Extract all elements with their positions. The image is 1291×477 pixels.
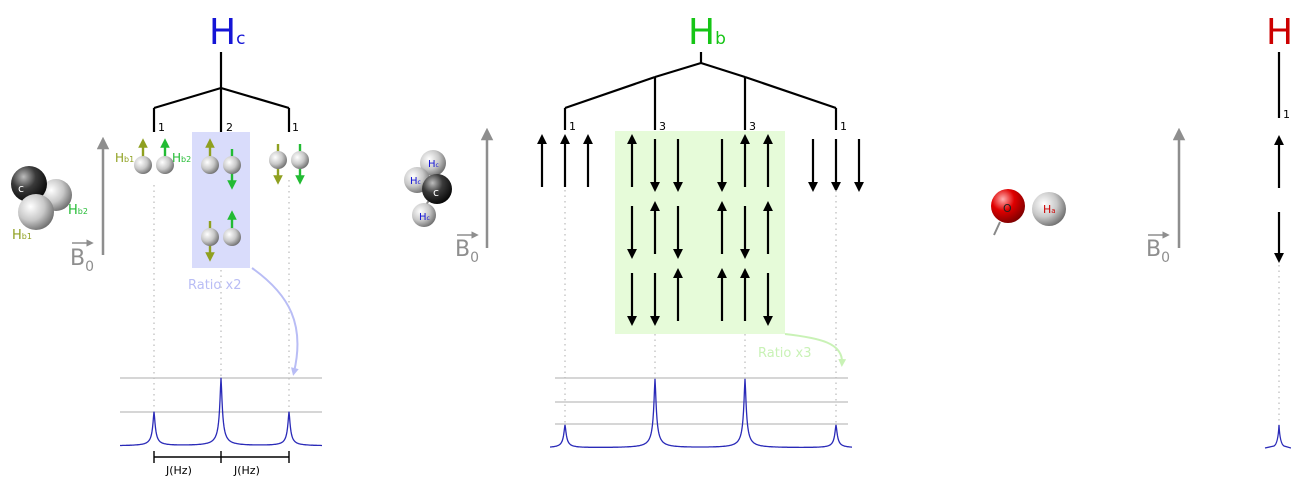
- spin-pair-down-up: [201, 210, 241, 262]
- hb-intensity-3: 3: [749, 120, 756, 133]
- spin-pair-up-down: [201, 138, 241, 190]
- hb-intensity-4: 1: [840, 120, 847, 133]
- hc-intensity-2: 2: [226, 121, 233, 134]
- spin-pair-down-down: [269, 144, 309, 185]
- proton-sphere: [201, 228, 219, 246]
- hc-molecule-hb1: Hb1: [12, 228, 32, 243]
- panel-hb: Hb 1 3 3 1 B0 c Hc: [404, 12, 864, 449]
- proton-sphere: [223, 156, 241, 174]
- hc-molecule-hb2: Hb2: [68, 203, 88, 218]
- spin-triplet-down-down-up: [627, 268, 683, 326]
- spin-triplet-up-down-down: [627, 134, 683, 192]
- j-label-left: J(Hz): [165, 464, 192, 477]
- ha-spectrum: [1264, 424, 1291, 449]
- proton-sphere: [156, 156, 174, 174]
- hc-dotted-guides: [153, 180, 290, 408]
- hb-intensity-1: 1: [569, 120, 576, 133]
- ratio3-highlight-box: [615, 131, 785, 334]
- hb-molecule-h2: Hc: [410, 176, 421, 187]
- hb-spin-states: [537, 134, 864, 326]
- hb-spectrum: [550, 378, 852, 449]
- j-label-right: J(Hz): [233, 464, 260, 477]
- hc-molecule-carbon: c: [18, 182, 24, 195]
- hb-title: Hb: [688, 12, 726, 53]
- spin-triplet-up-up-down: [717, 268, 773, 326]
- proton-sphere: [269, 151, 287, 169]
- hb-molecule-h3: Hc: [419, 212, 430, 223]
- hc-intensity-3: 1: [292, 121, 299, 134]
- hb-spectrum-guides: [555, 377, 848, 425]
- ratio3-label: Ratio x3: [758, 346, 811, 361]
- ha-molecule: O Ha: [991, 189, 1066, 236]
- ha-intensity-1: 1: [1283, 108, 1290, 121]
- hb-molecule-h1: Hc: [428, 159, 439, 170]
- hc-spectrum: [120, 377, 322, 447]
- hb-intensity-2: 3: [659, 120, 666, 133]
- spin-triplet-up-down-up: [717, 201, 773, 259]
- hc-field-label: B0: [70, 246, 94, 275]
- hc-title: Hc: [209, 12, 245, 53]
- ratio2-arrow: [251, 267, 299, 376]
- hc-molecule: c Hb2 Hb1: [11, 166, 88, 243]
- ha-molecule-h: Ha: [1043, 203, 1056, 216]
- j-coupling-scale: [153, 451, 290, 463]
- hc-intensity-1: 1: [158, 121, 165, 134]
- spin-triplet-down-up-up: [717, 134, 773, 192]
- ha-title: Ha: [1266, 12, 1291, 53]
- hb-splitting-tree: [563, 52, 838, 130]
- proton-sphere: [134, 156, 152, 174]
- proton-sphere: [223, 228, 241, 246]
- proton-sphere: [201, 156, 219, 174]
- ratio2-label: Ratio x2: [188, 278, 241, 293]
- hb-molecule-carbon: c: [433, 186, 439, 199]
- hc-splitting-tree: [152, 52, 291, 132]
- spin-triplet-down-up-down: [627, 201, 683, 259]
- hb1-spin-label: Hb1: [115, 151, 134, 165]
- proton-sphere: [291, 151, 309, 169]
- ratio3-arrow: [784, 333, 847, 367]
- hb-molecule: c Hc Hc Hc: [404, 150, 452, 227]
- spin-pair-up-up: [134, 138, 174, 174]
- hb2-spin-label: Hb2: [172, 151, 191, 165]
- hb-dotted-guides: [564, 190, 837, 428]
- ratio2-highlight-box: [192, 132, 250, 268]
- spin-triplet-down-down-down: [808, 139, 864, 192]
- hb-field-label: B0: [455, 237, 479, 266]
- panel-ha: Ha 1 B0 O Ha: [991, 12, 1291, 449]
- ha-field-label: B0: [1146, 237, 1170, 266]
- hc-spin-states: [134, 138, 309, 262]
- spin-triplet-up-up-up: [537, 134, 593, 187]
- panel-hc: Hc 1 2 1 B0 c Hb2 Hb1: [11, 12, 322, 477]
- ha-molecule-oxygen: O: [1003, 202, 1012, 215]
